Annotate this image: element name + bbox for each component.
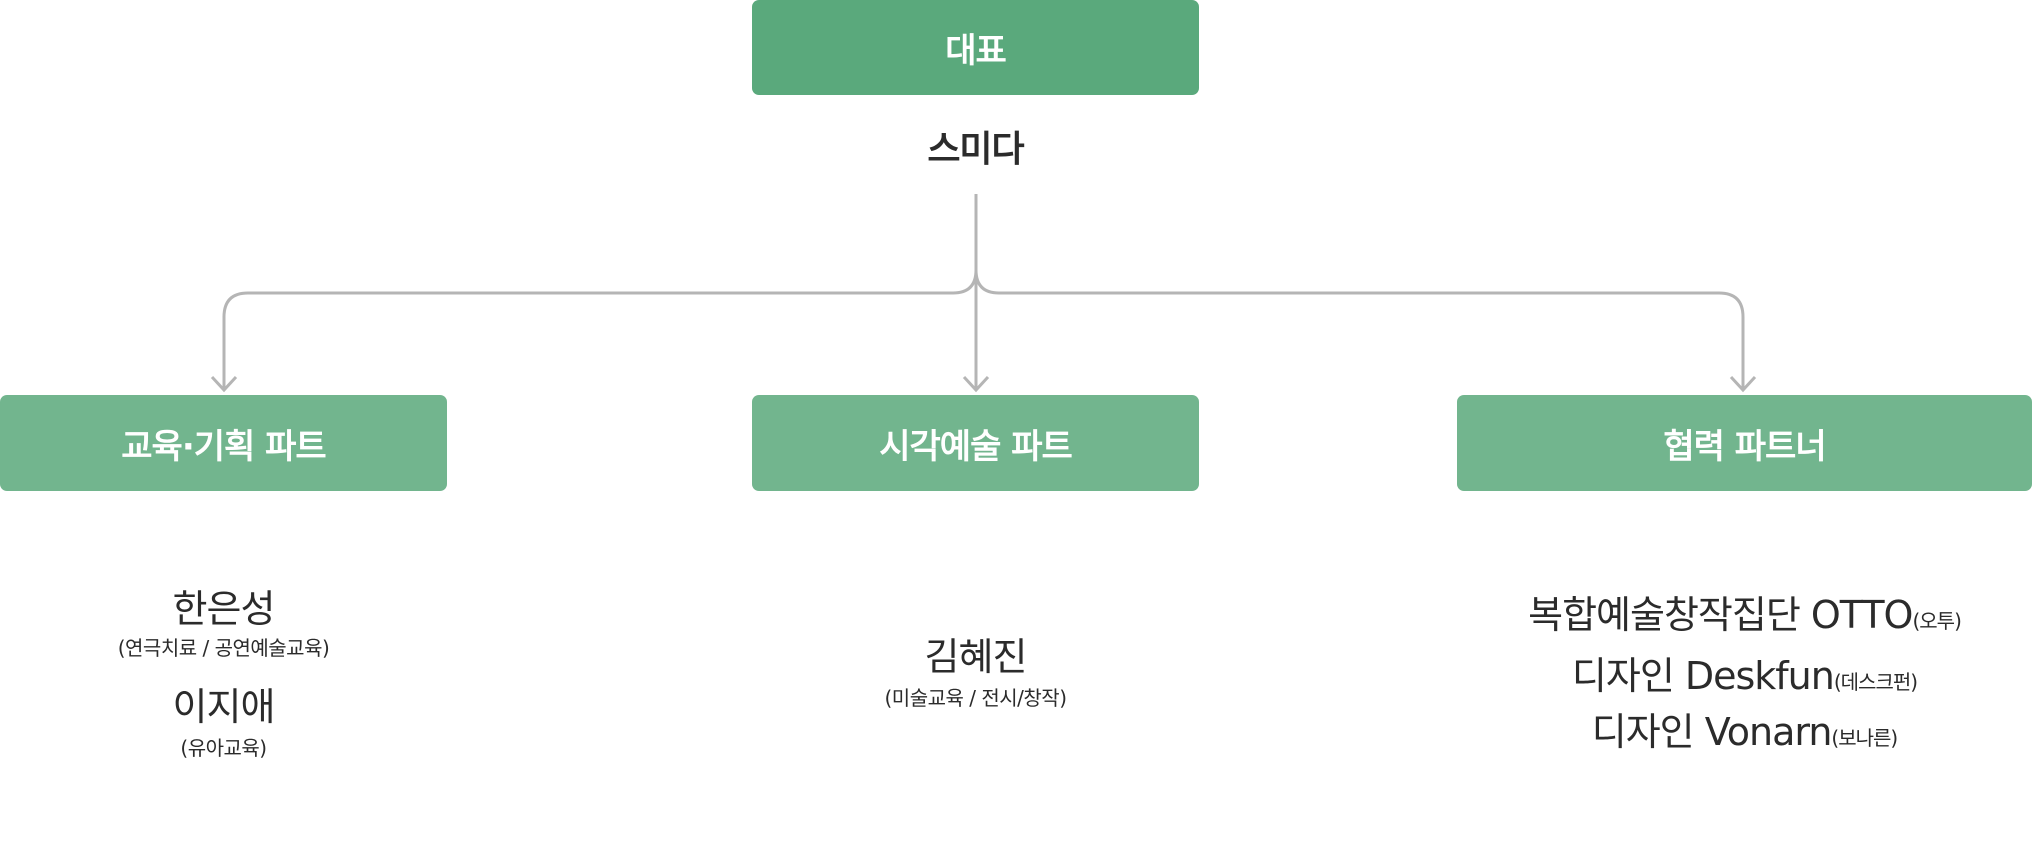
partners-box: 협력 파트너 bbox=[1457, 395, 2032, 491]
partner-alias: (데스크펀) bbox=[1833, 670, 1918, 694]
member-name: 김혜진 bbox=[924, 635, 1028, 679]
arrow-head-icon bbox=[1729, 375, 1757, 393]
ceo-box: 대표 bbox=[752, 0, 1199, 95]
member-role: (미술교육 / 전시/창작) bbox=[884, 686, 1068, 710]
partner-item: 디자인 Vonarn(보나른) bbox=[1457, 701, 2032, 756]
connector-to-partners bbox=[974, 269, 1745, 389]
partner-item: 디자인 Deskfun(데스크펀) bbox=[1457, 645, 2032, 700]
member-name: 이지애 bbox=[172, 685, 276, 729]
arrow-head-icon bbox=[962, 375, 990, 393]
partner-name: 디자인 Deskfun bbox=[1571, 654, 1835, 698]
part-title: 교육·기획 파트 bbox=[121, 426, 326, 467]
partner-item: 복합예술창작집단 OTTO(오투) bbox=[1457, 584, 2032, 639]
visual-art-part-box: 시각예술 파트 bbox=[752, 395, 1199, 491]
partner-alias: (오투) bbox=[1912, 609, 1961, 633]
part-title: 시각예술 파트 bbox=[879, 426, 1073, 467]
member-role: (유아교육) bbox=[180, 736, 267, 760]
partner-alias: (보나른) bbox=[1831, 726, 1898, 750]
partner-name: 디자인 Vonarn bbox=[1591, 710, 1833, 754]
member-role: (연극치료 / 공연예술교육) bbox=[117, 636, 330, 660]
connector-to-education bbox=[222, 194, 978, 389]
ceo-name: 스미다 bbox=[927, 129, 1024, 170]
part-title: 협력 파트너 bbox=[1663, 426, 1826, 467]
arrow-head-icon bbox=[210, 375, 238, 393]
partner-name: 복합예술창작집단 OTTO bbox=[1528, 593, 1913, 637]
education-planning-part-box: 교육·기획 파트 bbox=[0, 395, 447, 491]
member-name: 한은성 bbox=[172, 587, 276, 631]
ceo-title: 대표 bbox=[945, 31, 1007, 71]
